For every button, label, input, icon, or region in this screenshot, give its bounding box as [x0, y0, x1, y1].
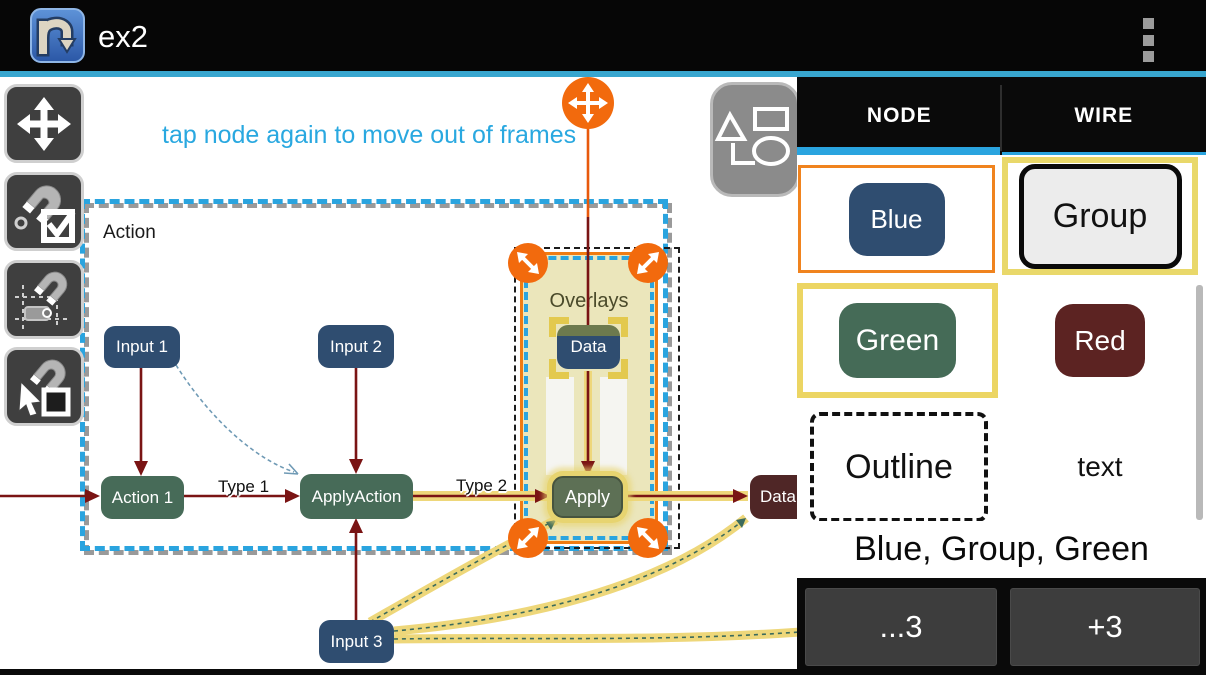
tab-wire[interactable]: WIRE [1074, 104, 1134, 127]
app-logo-icon [30, 8, 85, 63]
resize-handle-topleft[interactable] [508, 243, 548, 283]
node-input3[interactable]: Input 3 [319, 620, 394, 663]
app-title: ex2 [98, 19, 148, 54]
snap-select-button[interactable] [4, 347, 84, 426]
active-tab-indicator [797, 147, 1000, 155]
node-data-frame[interactable]: Data [557, 325, 620, 369]
more-items-button[interactable]: ...3 [805, 588, 997, 666]
resize-handle-topright[interactable] [628, 243, 668, 283]
dashed-wire[interactable] [175, 364, 295, 473]
palette-item-text[interactable]: text [1077, 451, 1123, 482]
snap-grid-button[interactable] [4, 260, 84, 339]
selection-bracket [549, 317, 569, 337]
palette-item-outline[interactable]: Outline [810, 412, 988, 522]
selection-bracket [549, 359, 569, 379]
move-handle[interactable] [562, 77, 614, 129]
palette-item-green[interactable]: Green [797, 283, 998, 398]
panel-tabs: NODE WIRE [797, 77, 1206, 155]
add-items-button[interactable]: +3 [1010, 588, 1200, 666]
overlays-resize-outline [514, 247, 680, 549]
selection-bracket [608, 359, 628, 379]
magnet-grid-icon [15, 271, 68, 329]
node-input1[interactable]: Input 1 [104, 326, 180, 368]
palette-item-blue[interactable]: Blue [798, 165, 995, 273]
panel-footer: ...3 +3 [797, 578, 1206, 675]
wire-channel [600, 377, 627, 475]
node-applyaction[interactable]: ApplyAction [300, 474, 413, 519]
node-apply[interactable]: Apply [552, 476, 623, 518]
idle-tab-indicator [1002, 152, 1206, 155]
accent-divider [0, 71, 1206, 77]
hint-text: tap node again to move out of frames [162, 121, 577, 149]
wires-layer [0, 127, 797, 644]
wire-label-type2: Type 2 [456, 476, 508, 495]
palette-item-red[interactable]: Red [1002, 283, 1198, 398]
shapes-icon [714, 107, 790, 166]
selected-wire-curves[interactable] [367, 514, 797, 644]
overflow-menu-icon[interactable] [1128, 14, 1168, 66]
screen-bottom-edge [0, 669, 797, 675]
resize-handle-bottomright[interactable] [628, 518, 668, 558]
move-arrows-icon [17, 96, 71, 151]
wire-channel [546, 377, 574, 475]
shapes-button[interactable] [710, 82, 797, 197]
wire-label-type1: Type 1 [218, 477, 270, 496]
node-action1[interactable]: Action 1 [101, 476, 184, 519]
tab-divider [1000, 85, 1002, 151]
properties-panel: NODE WIRE Blue Group Green Red Outline t… [797, 77, 1206, 675]
node-data-right[interactable]: Data [750, 475, 797, 519]
wires[interactable] [0, 217, 736, 620]
palette-item-group[interactable]: Group [1002, 157, 1198, 275]
selection-summary: Blue, Group, Green [797, 521, 1206, 578]
magnet-cursor-icon [18, 359, 71, 417]
resize-handle-bottomleft[interactable] [508, 518, 548, 558]
tab-node[interactable]: NODE [866, 104, 932, 127]
snap-toggle-button[interactable] [4, 172, 84, 251]
action-frame-label: Action [103, 222, 156, 243]
arrowheads [85, 459, 748, 533]
action-frame-shadow [84, 203, 672, 555]
move-tool-button[interactable] [4, 84, 84, 163]
title-bar: ex2 [0, 0, 1206, 71]
node-input2[interactable]: Input 2 [318, 325, 394, 368]
magnet-checkbox-icon [14, 184, 76, 243]
panel-scrollbar[interactable] [1196, 285, 1203, 520]
selection-bracket [608, 317, 628, 337]
diagram-canvas[interactable]: Action Overlays [0, 77, 797, 675]
